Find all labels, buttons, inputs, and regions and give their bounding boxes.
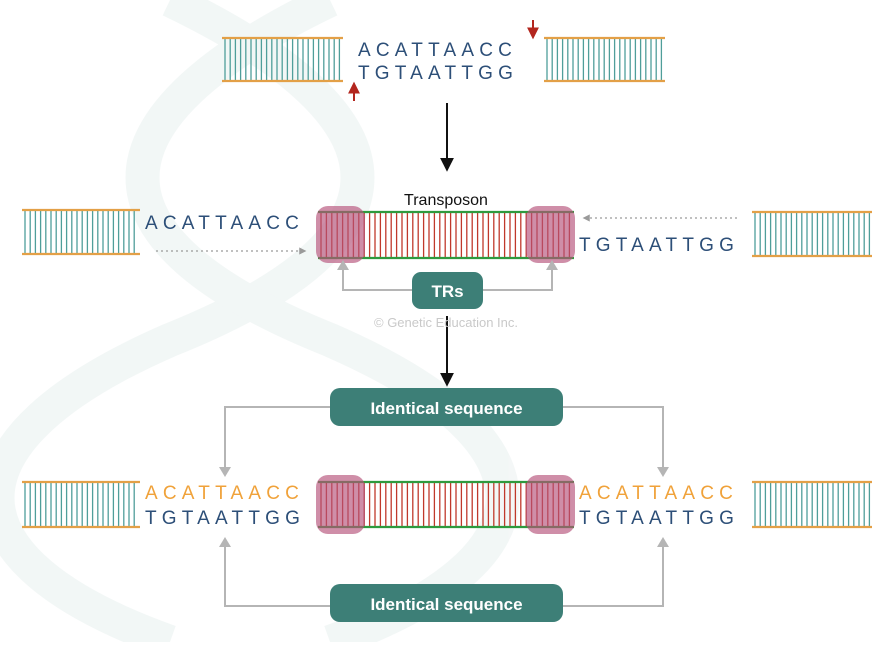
identical-sequence-label-bottom: Identical sequence [370,595,522,614]
identical-top-right-head [657,467,669,477]
dna-segment-bottom-right [752,480,872,529]
result-right-top-sequence: ACATTAACC [579,483,738,504]
identical-top-connector [224,406,664,470]
identical-sequence-label-top: Identical sequence [370,399,522,418]
target-bottom-strand: TGTAATTGG [358,63,518,84]
transposon-label: Transposon [404,192,488,209]
tr-left-highlight-bottom [316,475,365,534]
background-helix-watermark [0,0,520,647]
tr-left-highlight-middle [316,206,365,263]
dna-segment-top-right [544,36,665,83]
tr-pill-label: TRs [431,282,463,301]
insertion-left-sequence: ACATTAACC [145,213,304,234]
insertion-right-sequence: TGTAATTGG [579,235,739,256]
result-left-top-sequence: ACATTAACC [145,483,304,504]
result-left-bottom-sequence: TGTAATTGG [145,508,305,529]
tr-right-highlight-middle [526,206,575,263]
tr-pill: TRs [412,272,483,309]
tr-connector-left-head [337,260,349,270]
tr-connector-right-head [546,260,558,270]
identical-sequence-pill-top: Identical sequence [330,388,563,426]
identical-bottom-right-head [657,537,669,547]
dna-segment-middle-left [22,208,140,256]
target-top-strand: ACATTAACC [358,40,517,61]
dna-segment-top-left [222,36,343,83]
identical-bottom-left-head [219,537,231,547]
identical-bottom-connector [224,544,664,607]
identical-sequence-pill-bottom: Identical sequence [330,584,563,622]
result-right-bottom-sequence: TGTAATTGG [579,508,739,529]
watermark-text: © Genetic Education Inc. [374,315,518,330]
tr-right-highlight-bottom [526,475,575,534]
dna-segment-bottom-left [22,480,140,529]
dna-segment-middle-right [752,210,872,258]
identical-top-left-head [219,467,231,477]
tr-connector [342,267,553,291]
